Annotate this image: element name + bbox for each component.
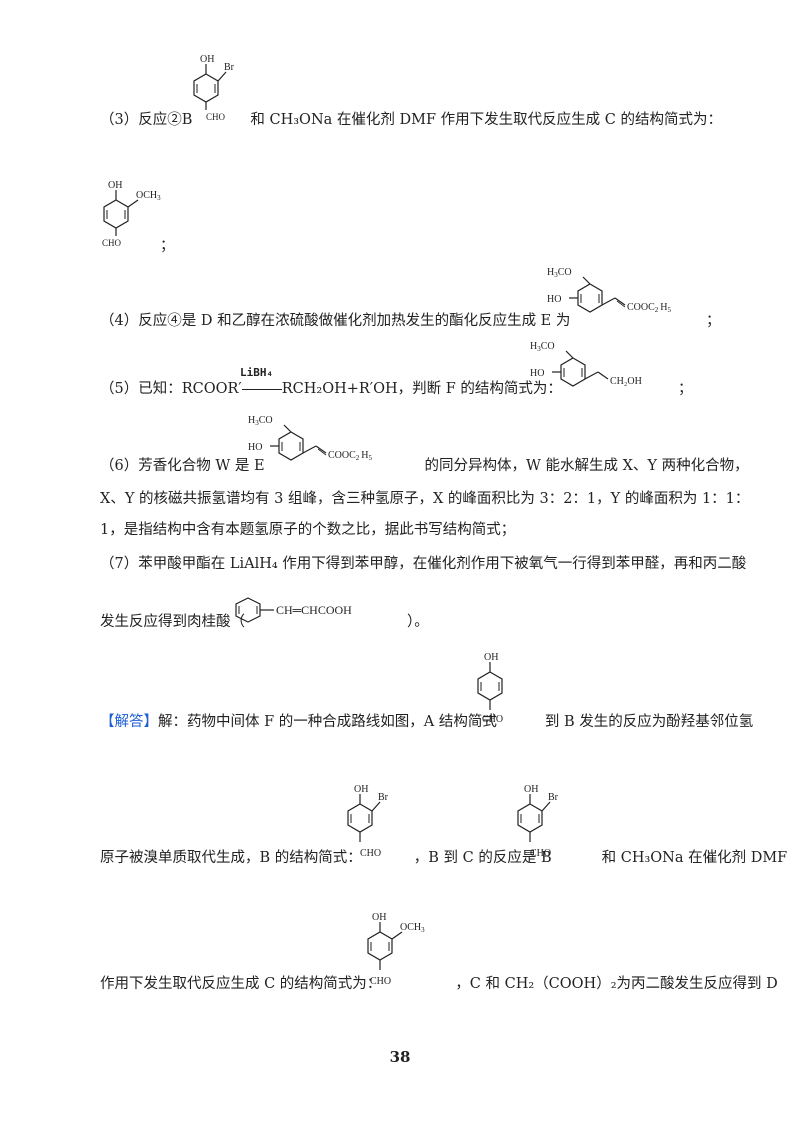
molecule-cinnamic-acid: CH═CHCOOH: [235, 597, 352, 623]
molecule-b-answer-2: OH Br CHO: [517, 784, 559, 859]
svg-text:CHO: CHO: [530, 848, 551, 859]
answer-line3: 作用下发生取代反应生成 C 的结构简式为：，C 和 CH₂（COOH）₂为丙二酸…: [100, 976, 778, 992]
semicolon-q3: ；: [160, 238, 175, 254]
molecule-c-answer: OH OCH3 CHO: [367, 912, 425, 987]
molecule-c-q3: OH OCH3 CHO: [102, 180, 161, 248]
q5-line: （5）已知：RCOOR′RCH₂OH+R′OH，判断 F 的结构简式为：: [100, 381, 562, 397]
svg-text:HO: HO: [547, 294, 561, 305]
br-label: Br: [224, 62, 235, 73]
svg-text:OH: OH: [372, 912, 386, 923]
answer-line1: 【解答】解：药物中间体 F 的一种合成路线如图，A 结构简式到 B 发生的反应为…: [100, 714, 754, 730]
svg-text:CHO: CHO: [360, 848, 381, 859]
molecule-b-answer-1: OH Br CHO: [347, 784, 389, 859]
cho-label: CHO: [206, 112, 226, 122]
svg-text:CH₂OH: CH₂OH: [610, 376, 642, 387]
svg-text:HO: HO: [248, 442, 262, 453]
q7-line1: （7）苯甲酸甲酯在 LiAlH₄ 作用下得到苯甲醇，在催化剂作用下被氧气一行得到…: [100, 556, 747, 572]
svg-text:OCH3: OCH3: [400, 922, 425, 934]
page-number: 38: [389, 1048, 411, 1066]
och3-label: OCH3: [136, 190, 161, 202]
svg-text:Br: Br: [548, 792, 559, 803]
svg-text:OH: OH: [354, 784, 368, 795]
svg-text:OH: OH: [524, 784, 538, 795]
molecule-b-q3: OH Br CHO: [193, 54, 235, 122]
ch-eq-chcooh-label: CH═CHCOOH: [276, 603, 352, 617]
svg-text:OH: OH: [108, 180, 122, 191]
svg-text:CHO: CHO: [370, 976, 391, 987]
svg-text:CHO: CHO: [102, 238, 122, 248]
svg-text:H3CO: H3CO: [248, 415, 273, 427]
svg-text:H3CO: H3CO: [547, 267, 572, 279]
q6-line2: X、Y 的核磁共振氢谱均有 3 组峰，含三种氢原子，X 的峰面积比为 3：2：1…: [100, 491, 750, 507]
svg-text:H3CO: H3CO: [530, 341, 555, 353]
molecule-a-answer: OH CHO: [477, 652, 503, 725]
svg-text:OH: OH: [484, 652, 498, 663]
q4-line: （4）反应④是 D 和乙醇在浓硫酸做催化剂加热发生的酯化反应生成 E 为: [100, 313, 571, 329]
molecule-f-q5: H3CO HO CH₂OH: [530, 341, 642, 387]
answer-tag: 【解答】: [100, 714, 158, 730]
oh-label: OH: [200, 54, 214, 65]
svg-text:Br: Br: [378, 792, 389, 803]
q7-line2: 发生反应得到肉桂酸（）。: [100, 614, 429, 630]
arrow-label-libh4: LiBH₄: [240, 366, 274, 379]
svg-text:CHO: CHO: [482, 714, 503, 725]
q6-line3: 1，是指结构中含有本题氢原子的个数之比，据此书写结构简式；: [100, 522, 516, 538]
svg-text:HO: HO: [530, 368, 544, 379]
